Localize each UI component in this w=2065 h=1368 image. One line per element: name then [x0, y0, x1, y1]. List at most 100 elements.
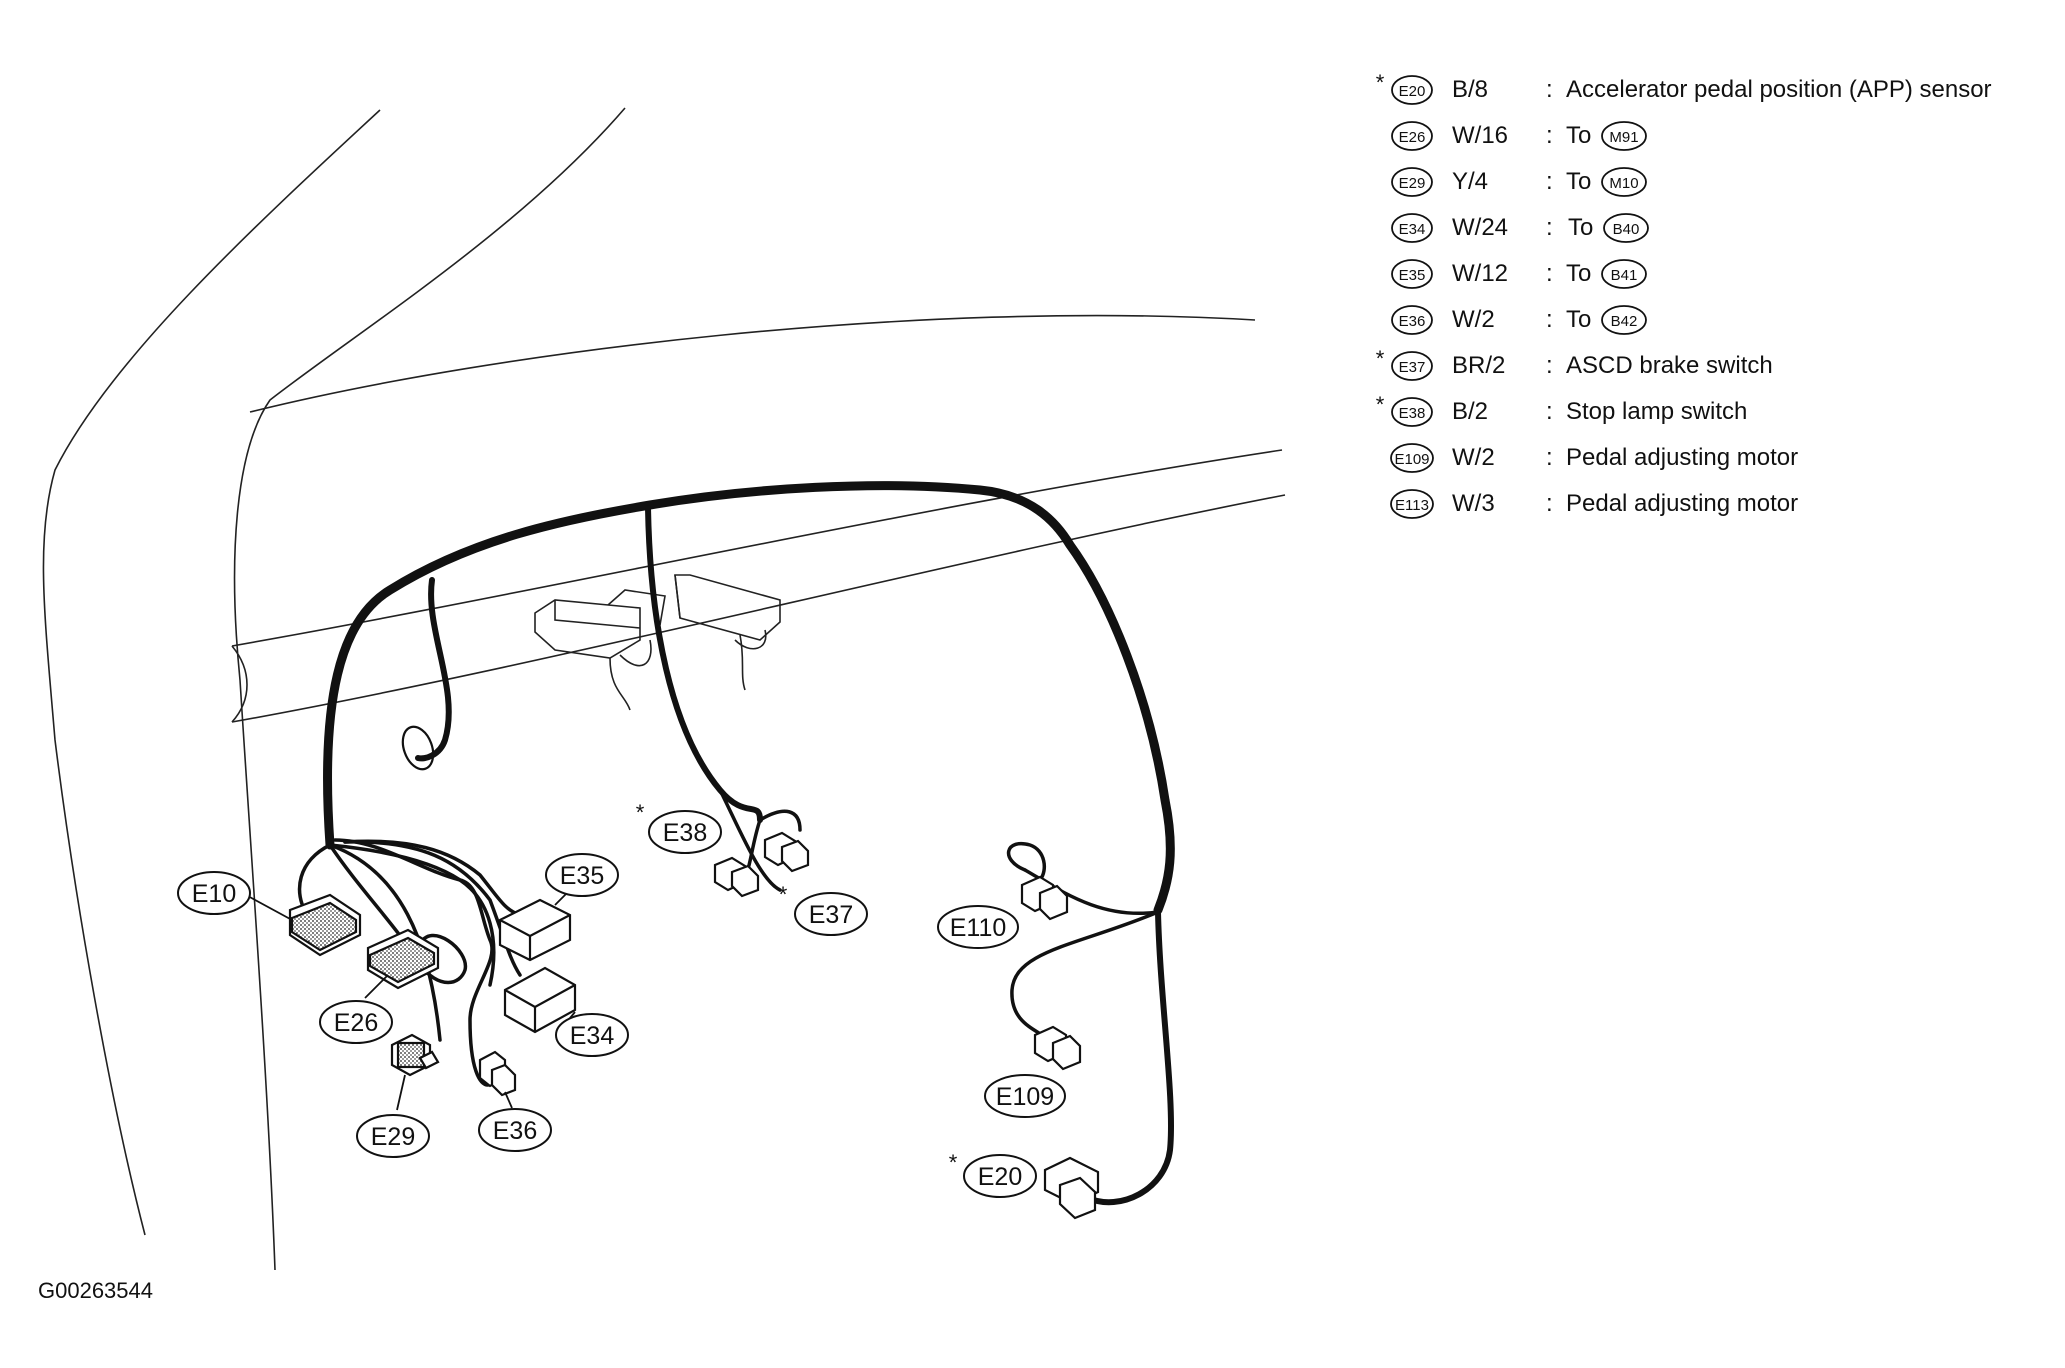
pedal-bracket [401, 574, 781, 771]
svg-text:To: To [1566, 168, 1591, 195]
vehicle-body-outline [42, 107, 1286, 1271]
svg-text:Pedal adjusting motor: Pedal adjusting motor [1566, 490, 1798, 517]
svg-text:E36: E36 [1399, 313, 1426, 330]
svg-text::: : [1546, 490, 1553, 517]
callout-E10: E10 [177, 871, 251, 915]
svg-text:E34: E34 [570, 1022, 615, 1050]
connector-legend: * E20 B/8 : Accelerator pedal position (… [1376, 70, 1992, 519]
svg-text:E36: E36 [493, 1117, 537, 1145]
svg-text:W/2: W/2 [1452, 306, 1495, 333]
svg-text:E35: E35 [1399, 267, 1426, 284]
svg-text:E20: E20 [978, 1163, 1022, 1191]
svg-text:W/3: W/3 [1452, 490, 1495, 517]
svg-text:B41: B41 [1611, 267, 1638, 284]
svg-text:E109: E109 [1394, 451, 1429, 468]
svg-text:E10: E10 [192, 880, 236, 908]
legend-row: * E37 BR/2 : ASCD brake switch [1376, 346, 1773, 381]
callout-E29: E29 [356, 1114, 430, 1158]
svg-text:M10: M10 [1609, 175, 1638, 192]
svg-text:W/16: W/16 [1452, 122, 1508, 149]
svg-text:W/2: W/2 [1452, 444, 1495, 471]
callout-E26: E26 [319, 1000, 393, 1044]
connector-E10-body [288, 893, 362, 957]
svg-text:*: * [949, 1150, 958, 1175]
svg-text::: : [1546, 122, 1553, 149]
connector-E35-body [498, 898, 572, 962]
svg-text:E34: E34 [1399, 221, 1426, 238]
svg-text:B/2: B/2 [1452, 398, 1488, 425]
svg-text:W/24: W/24 [1452, 214, 1508, 241]
svg-text:ASCD brake switch: ASCD brake switch [1566, 352, 1773, 379]
svg-text:E35: E35 [560, 862, 604, 890]
callout-E38: * E38 [636, 800, 722, 854]
svg-text::: : [1546, 214, 1553, 241]
svg-text::: : [1546, 168, 1553, 195]
legend-row: E36 W/2 : To B42 [1391, 305, 1647, 335]
callout-E20: * E20 [949, 1150, 1037, 1198]
legend-row: * E38 B/2 : Stop lamp switch [1376, 392, 1747, 427]
main-harness [323, 481, 1175, 1206]
svg-text:B/8: B/8 [1452, 76, 1488, 103]
svg-text:To: To [1566, 260, 1591, 287]
branch-wires [297, 788, 1160, 1087]
svg-text:W/12: W/12 [1452, 260, 1508, 287]
svg-text::: : [1546, 306, 1553, 333]
legend-row: E113 W/3 : Pedal adjusting motor [1390, 489, 1798, 519]
svg-text:E38: E38 [663, 819, 707, 847]
legend-row: E109 W/2 : Pedal adjusting motor [1390, 443, 1798, 473]
svg-text:M91: M91 [1609, 129, 1638, 146]
svg-text:*: * [636, 800, 645, 825]
callout-E37: * E37 [779, 882, 868, 936]
legend-row: E34 W/24 : To B40 [1391, 213, 1649, 243]
svg-text:Y/4: Y/4 [1452, 168, 1488, 195]
connector-E20-body [1043, 1156, 1100, 1220]
svg-text:E113: E113 [1395, 497, 1429, 514]
connector-E36-body [478, 1050, 517, 1097]
svg-text:Pedal adjusting motor: Pedal adjusting motor [1566, 444, 1798, 471]
svg-text:*: * [1376, 392, 1385, 417]
svg-text::: : [1546, 398, 1553, 425]
callout-E110: E110 [937, 905, 1019, 949]
svg-text:BR/2: BR/2 [1452, 352, 1505, 379]
svg-text:*: * [1376, 70, 1385, 95]
legend-row: E35 W/12 : To B41 [1391, 259, 1647, 289]
callout-E36: E36 [478, 1108, 552, 1152]
connector-E110-body [1020, 875, 1069, 921]
svg-text:*: * [1376, 346, 1385, 371]
svg-text:To: To [1566, 306, 1591, 333]
svg-text:E26: E26 [334, 1009, 378, 1037]
callout-E109: E109 [984, 1074, 1066, 1118]
legend-row: E26 W/16 : To M91 [1391, 121, 1647, 151]
connector-bodies [288, 831, 1100, 1220]
svg-text::: : [1546, 444, 1553, 471]
connector-E109-body [1033, 1025, 1082, 1071]
svg-text:E20: E20 [1399, 83, 1426, 100]
callout-E34: E34 [555, 1013, 629, 1057]
svg-text:Stop lamp switch: Stop lamp switch [1566, 398, 1747, 425]
connector-E37-body [763, 831, 810, 873]
connector-E26-body [366, 928, 440, 990]
svg-text:Accelerator pedal position (AP: Accelerator pedal position (APP) sensor [1566, 76, 1992, 103]
legend-row: * E20 B/8 : Accelerator pedal position (… [1376, 70, 1992, 105]
svg-text:To: To [1566, 122, 1591, 149]
svg-text:E37: E37 [809, 901, 853, 929]
svg-text:E110: E110 [950, 914, 1007, 942]
legend-row: E29 Y/4 : To M10 [1391, 167, 1647, 197]
svg-text:E26: E26 [1399, 129, 1426, 146]
connector-E34-body [503, 966, 577, 1034]
grommet [401, 725, 435, 771]
svg-text:To: To [1568, 214, 1593, 241]
svg-text::: : [1546, 76, 1553, 103]
svg-text::: : [1546, 352, 1553, 379]
svg-text:B40: B40 [1613, 221, 1640, 238]
svg-text:E37: E37 [1399, 359, 1426, 376]
svg-text:E38: E38 [1399, 405, 1426, 422]
svg-text:E109: E109 [996, 1083, 1054, 1111]
svg-text::: : [1546, 260, 1553, 287]
svg-text:E29: E29 [1399, 175, 1426, 192]
figure-id: G00263544 [38, 1278, 153, 1303]
svg-text:E29: E29 [371, 1123, 415, 1151]
svg-text:*: * [779, 882, 788, 907]
connector-E29-body [390, 1033, 440, 1077]
